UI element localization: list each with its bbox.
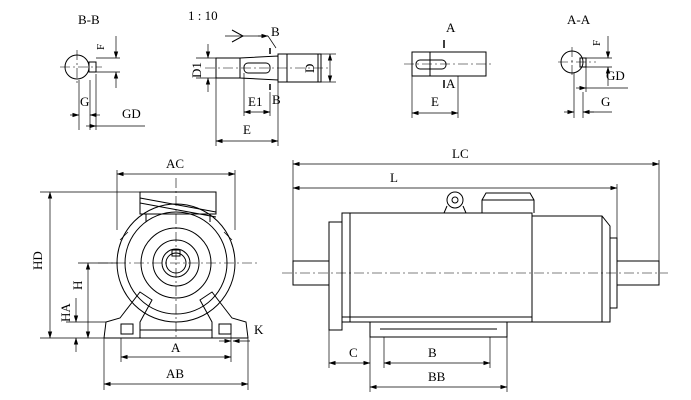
rear-shaft — [616, 260, 660, 286]
left-bolt-slot — [120, 323, 134, 335]
taper-symbol — [231, 29, 245, 43]
fan-cover — [532, 215, 611, 323]
right-bolt-slot — [218, 323, 232, 335]
terminal-box-lid — [139, 197, 217, 218]
lifting-eye — [446, 191, 464, 209]
drive-end-flange — [328, 221, 343, 331]
dim-ab-label: AB — [166, 366, 184, 381]
feet — [369, 322, 508, 338]
shaft-cylindrical-view: A A E — [404, 20, 494, 118]
motor-body — [341, 212, 533, 323]
section-b-bottom: B — [272, 92, 281, 107]
dim-lc-label: LC — [452, 146, 469, 161]
dim-d-label: D — [302, 64, 317, 73]
dim-l-label: L — [390, 170, 398, 185]
dim-hd-label: HD — [30, 251, 45, 270]
dim-gd-label: GD — [122, 106, 141, 121]
dim-g-label: G — [80, 94, 89, 109]
shaft-hole — [161, 248, 191, 278]
keyway — [415, 59, 447, 70]
dim-g-label: G — [601, 94, 610, 109]
bearing-housing — [152, 239, 200, 287]
section-bb-title: B-B — [78, 12, 100, 27]
dim-h-label: H — [70, 281, 85, 290]
frame-inner — [124, 211, 228, 315]
key — [171, 249, 181, 257]
dim-e-label: E — [431, 94, 439, 109]
terminal-box — [481, 192, 535, 213]
dim-k-label: K — [254, 322, 264, 337]
dim-e1-label: E1 — [248, 94, 262, 109]
dim-b-label: B — [428, 345, 437, 360]
dim-c-label: C — [349, 345, 358, 360]
section-a-top: A — [446, 20, 456, 35]
dim-d1-label: D1 — [189, 62, 204, 78]
terminal-box — [139, 191, 217, 215]
motor-side-view: LC L C B BB — [282, 146, 668, 392]
section-aa-view: A-A F GD G — [558, 12, 628, 118]
key-section — [579, 57, 587, 68]
end-shield — [140, 227, 212, 299]
dim-a-label: A — [171, 340, 181, 355]
dim-e-label: E — [243, 122, 251, 137]
section-a-bottom: A — [446, 76, 456, 91]
dim-gd-label: GD — [606, 68, 625, 83]
right-foot — [199, 291, 249, 339]
section-aa-title: A-A — [567, 12, 591, 27]
motor-end-view: AC HD H HA K A AB — [30, 156, 264, 390]
dim-f-label: F — [591, 40, 603, 46]
dim-bb-label: BB — [428, 369, 446, 384]
left-foot — [103, 291, 153, 339]
shaft-end — [165, 252, 187, 274]
shaft-taper-view: 1 : 10 B B D1 D E1 — [188, 8, 336, 146]
section-b-top: B — [271, 24, 280, 39]
section-bb-view: B-B F G GD — [60, 12, 145, 130]
dim-ha-label: HA — [58, 303, 73, 322]
scale-label: 1 : 10 — [188, 8, 218, 23]
dim-ac-label: AC — [166, 156, 184, 171]
dim-f-label: F — [95, 44, 107, 50]
